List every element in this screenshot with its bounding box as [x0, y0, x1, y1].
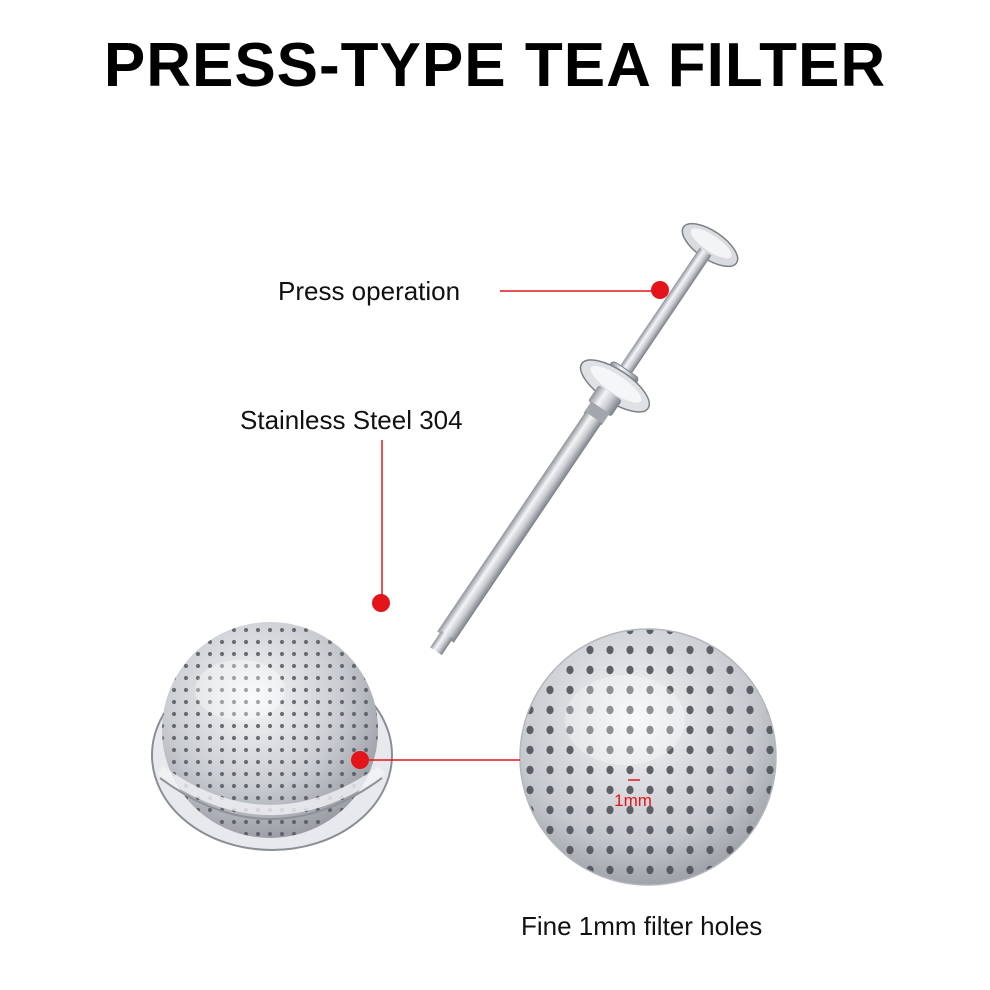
handle-rod	[430, 222, 739, 656]
callout-dot-material	[372, 594, 390, 612]
zoom-measure-label: 1mm	[614, 791, 652, 810]
callout-holes-label: Fine 1mm filter holes	[521, 911, 763, 941]
callout-dot-holes	[351, 751, 369, 769]
callout-lines	[351, 281, 669, 769]
zoom-detail	[519, 628, 777, 886]
callout-material-label: Stainless Steel 304	[240, 405, 463, 435]
callout-press-label: Press operation	[278, 276, 461, 306]
callout-dot-press	[651, 281, 669, 299]
strainer-ball	[151, 622, 393, 851]
page-title: PRESS-TYPE TEA FILTER	[103, 31, 887, 100]
